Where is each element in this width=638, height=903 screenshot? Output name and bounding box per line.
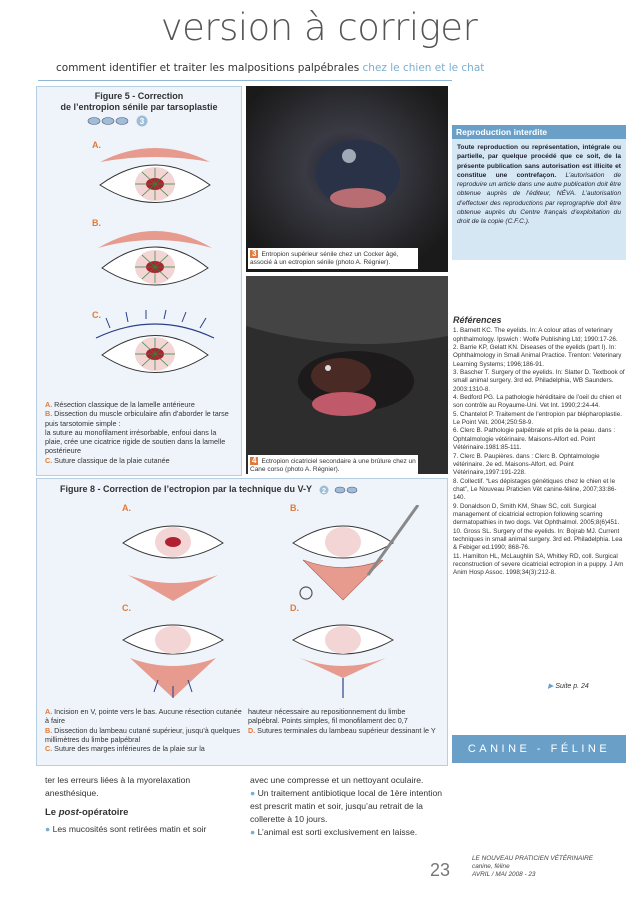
references-title: Références: [453, 315, 502, 325]
fig8-caption-left: A. Incision en V, pointe vers le bas. Au…: [45, 707, 242, 754]
eye-illustration-b: [98, 231, 212, 286]
fig5-label-a: A.: [92, 140, 101, 150]
reference-item: 3. Bascher T. Surgery of the eyelids. In…: [453, 369, 625, 393]
eye-illustration-c: [95, 310, 215, 373]
article-subtitle: comment identifier et traiter les malpos…: [56, 62, 485, 74]
reference-item: 5. Chantelot P. Traitement de l’entropio…: [453, 410, 622, 427]
divider: [38, 80, 452, 81]
svg-text:3: 3: [140, 117, 145, 126]
reference-item: 8. Collectif. “Les dépistages génétiques…: [453, 477, 617, 502]
fig8-label-a: A.: [122, 503, 131, 513]
reference-item: 7. Clerc B. Paupières. dans : Clerc B. O…: [453, 452, 600, 477]
section-banner: CANINE - FÉLINE: [452, 735, 626, 763]
journal-footer: LE NOUVEAU PRATICIEN VÉTÉRINAIRE canine,…: [472, 855, 593, 878]
photo-4: [246, 276, 448, 474]
page-number: 23: [430, 860, 451, 880]
fig5-label-b: B.: [92, 218, 101, 228]
page-header-title: version à corriger: [160, 6, 478, 49]
vy-illustration-d: [292, 624, 394, 698]
fig5-label-c: C.: [92, 310, 101, 320]
vy-illustration-b: [292, 505, 420, 601]
arrow-right-icon: ▶: [548, 683, 556, 690]
figure-8-panel: [36, 478, 448, 766]
reference-item: 2. Barrie KP, Gelatt KN. Diseases of the…: [453, 344, 622, 368]
body-column-1: ter les erreurs liées à la myorelaxation…: [45, 775, 207, 834]
reference-item: 4. Bedford PG. La pathologie héréditaire…: [453, 394, 622, 410]
svg-text:2: 2: [322, 488, 326, 495]
fig5-caption: A. Résection classique de la lamelle ant…: [45, 400, 229, 465]
photo-3: [246, 86, 448, 272]
reference-item: 10. Gross SL. Surgery of the eyelids. In…: [453, 527, 623, 552]
fig8-caption-right: hauteur nécessaire au repositionnement d…: [248, 707, 436, 735]
reference-item: 11. Hamilton HL, McLaughlin SA, Whitley …: [453, 552, 624, 577]
reproduction-title: Reproduction interdite: [452, 125, 626, 139]
reproduction-notice: Reproduction interdite Toute reproductio…: [452, 125, 626, 260]
figure-5-title: Figure 5 - Correction de l’entropion sén…: [60, 91, 218, 112]
bullet-icon: ●: [45, 824, 53, 834]
bullet-icon: ●: [250, 788, 258, 798]
references: Références 1. Barnett KC. The eyelids. I…: [453, 315, 625, 578]
reference-item: 9. Donaldson D, Smith KM, Shaw SC, coll.…: [453, 502, 620, 527]
fig8-label-b: B.: [290, 503, 299, 513]
reference-item: 6. Clerc B. Pathologie palpébrale et pli…: [453, 427, 616, 452]
fig8-label-d: D.: [290, 603, 299, 613]
difficulty-icon: 2: [319, 485, 358, 495]
continued-note: ▶ Suite p. 24: [548, 683, 589, 690]
bullet-icon: ●: [250, 827, 258, 837]
body-column-2: avec une compresse et un nettoyant ocula…: [250, 775, 442, 837]
vy-illustration-a: [122, 525, 224, 601]
figure-8-title: Figure 8 - Correction de l’ectropion par…: [60, 484, 440, 495]
fig8-label-c: C.: [122, 603, 131, 613]
eye-illustration-a: [99, 148, 211, 203]
reference-item: 1. Barnett KC. The eyelids. In: A colour…: [453, 327, 618, 343]
vy-illustration-c: [122, 624, 224, 698]
difficulty-icon: 3: [87, 115, 148, 127]
